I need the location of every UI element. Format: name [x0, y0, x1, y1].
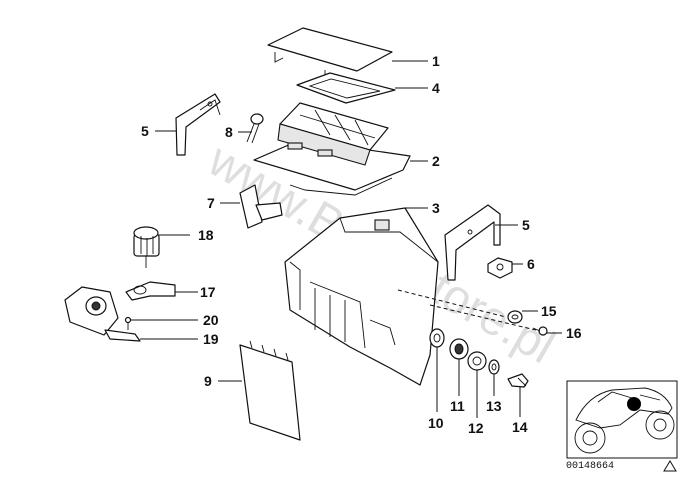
callout-3: 3: [432, 200, 440, 216]
callout-18: 18: [198, 227, 214, 243]
leader-lines: [131, 60, 562, 418]
part-screw-8: [246, 113, 264, 144]
callout-7: 7: [207, 195, 215, 211]
part-nut-6: [487, 257, 513, 279]
callout-16: 16: [566, 325, 582, 341]
part-grommet-11: [449, 338, 469, 360]
part-grommet-10: [429, 328, 445, 348]
callout-1: 1: [432, 53, 440, 69]
part-screw-16: [532, 326, 548, 336]
part-washer-12: [467, 351, 487, 371]
part-grommet-15: [507, 310, 523, 324]
callout-12: 12: [468, 420, 484, 436]
part-washer-13: [488, 359, 500, 375]
part-clip-7: [239, 184, 283, 229]
location-marker-icon: [627, 397, 641, 411]
callout-8: 8: [225, 124, 233, 140]
part-knob-18: [133, 226, 160, 268]
part-bracket-left: [175, 93, 221, 156]
part-lid: [267, 27, 393, 81]
callout-9: 9: [204, 373, 212, 389]
diagram-number: 00148664: [566, 461, 614, 472]
motorcycle-thumbnail-icon: [574, 387, 675, 454]
part-screw-20: [124, 316, 132, 330]
callout-15: 15: [541, 303, 557, 319]
part-bracket-right: [444, 204, 501, 281]
callout-10: 10: [428, 415, 444, 431]
callout-19: 19: [203, 331, 219, 347]
callout-6: 6: [527, 256, 535, 272]
callout-11: 11: [450, 398, 465, 414]
callout-4: 4: [432, 80, 440, 96]
callout-5-left: 5: [141, 123, 149, 139]
callout-2: 2: [432, 153, 440, 169]
corner-triangle-icon: [663, 460, 677, 472]
part-fuse-box: [253, 102, 411, 196]
callout-14: 14: [512, 419, 528, 435]
part-housing: [284, 207, 439, 386]
callout-20: 20: [203, 312, 219, 328]
callout-13: 13: [486, 398, 502, 414]
part-strap-17: [125, 281, 176, 301]
motorcycle-inset: [566, 380, 678, 459]
part-socket-19: [64, 286, 141, 342]
part-gasket: [296, 72, 396, 104]
callout-5-right: 5: [522, 217, 530, 233]
part-cover-9: [239, 340, 301, 441]
part-bolt-14: [507, 373, 529, 388]
callout-17: 17: [200, 284, 216, 300]
